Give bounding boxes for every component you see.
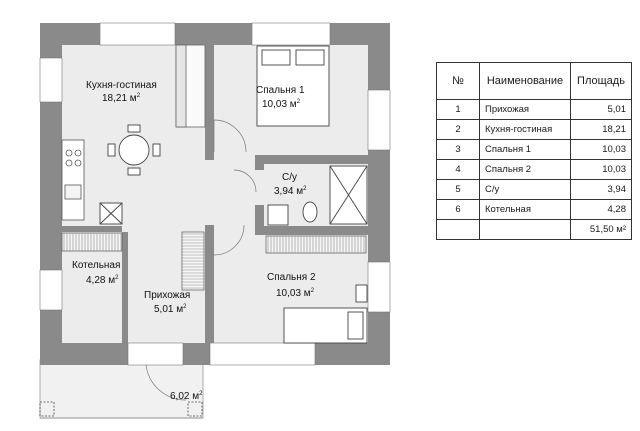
table-row: 3 Спальня 1 10,03: [436, 139, 632, 160]
row-area: 3,94: [570, 179, 632, 200]
bathroom-label: С/у: [282, 172, 297, 183]
row-name: С/у: [479, 179, 571, 200]
header-num: №: [436, 62, 480, 100]
sofa: [175, 44, 206, 128]
row-area: 10,03: [570, 139, 632, 160]
row-num: 2: [436, 119, 480, 140]
bedroom1-area: 10,03 м2: [262, 99, 301, 110]
bedroom2-area: 10,03 м2: [276, 288, 315, 299]
table-row: 4 Спальня 2 10,03: [436, 159, 632, 180]
row-num: 6: [436, 199, 480, 220]
table-row: 1 Прихожая 5,01: [436, 99, 632, 120]
total-empty-num: [436, 219, 480, 240]
bathroom-fixtures: [267, 165, 368, 226]
row-area: 4,28: [570, 199, 632, 220]
boiler-label: Котельная: [72, 260, 120, 271]
porch-area: 6,02 м2: [170, 391, 203, 402]
row-name: Кухня-гостиная: [479, 119, 571, 140]
bed-1: [256, 45, 330, 127]
boiler-unit: [99, 202, 123, 225]
header-name: Наименование: [479, 62, 571, 100]
floor-plan: Кухня-гостиная 18,21 м2 Спальня 1 10,03 …: [39, 22, 391, 419]
interior-walls: [62, 45, 368, 343]
bathroom-area: 3,94 м2: [274, 186, 307, 197]
total-area: 51,50 м²: [570, 219, 632, 240]
row-name: Спальня 2: [479, 159, 571, 180]
header-area: Площадь: [570, 62, 632, 100]
row-area: 18,21: [570, 119, 632, 140]
table-row: 6 Котельная 4,28: [436, 199, 632, 220]
row-num: 5: [436, 179, 480, 200]
kitchen-label: Кухня-гостиная: [86, 80, 157, 91]
wardrobe-hatching: [63, 233, 365, 289]
row-area: 5,01: [570, 99, 632, 120]
row-name: Котельная: [479, 199, 571, 220]
bedroom2-label: Спальня 2: [267, 272, 316, 283]
row-num: 1: [436, 99, 480, 120]
kitchen-counter: [61, 139, 85, 221]
row-name: Прихожая: [479, 99, 571, 120]
row-area: 10,03: [570, 159, 632, 180]
door-swings: [145, 119, 257, 401]
table-total-row: 51,50 м²: [436, 219, 632, 240]
hall-label: Прихожая: [144, 290, 190, 301]
hall-area: 5,01 м2: [154, 304, 187, 315]
total-empty-name: [479, 219, 571, 240]
table-header-row: № Наименование Площадь: [436, 62, 632, 100]
area-table: № Наименование Площадь 1 Прихожая 5,01 2…: [436, 62, 632, 240]
bed-2: [283, 284, 368, 344]
room-labels: Кухня-гостиная 18,21 м2 Спальня 1 10,03 …: [72, 80, 316, 402]
table-row: 5 С/у 3,94: [436, 179, 632, 200]
porch: [39, 359, 204, 419]
dining-table: [107, 124, 161, 176]
row-name: Спальня 1: [479, 139, 571, 160]
row-num: 3: [436, 139, 480, 160]
boiler-area: 4,28 м2: [86, 275, 119, 286]
kitchen-area: 18,21 м2: [102, 93, 141, 104]
windows: [39, 22, 391, 366]
table-row: 2 Кухня-гостиная 18,21: [436, 119, 632, 140]
row-num: 4: [436, 159, 480, 180]
bedroom1-label: Спальня 1: [256, 85, 305, 96]
